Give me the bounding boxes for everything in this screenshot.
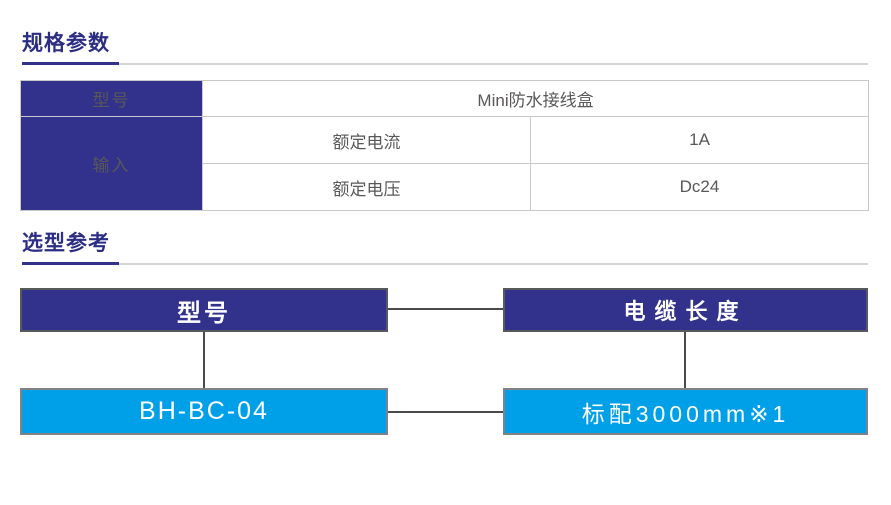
table-row-rated-current: 输入 额定电流 1A: [20, 116, 870, 211]
rated-current-value-cell: 1A: [529, 116, 870, 164]
connector-line-cable: [684, 332, 686, 388]
spec-section-underline: [22, 62, 868, 65]
diagram-model-header-box: 型号: [20, 288, 388, 332]
selection-section-underline: [22, 262, 868, 265]
model-value-cell: Mini防水接线盒: [201, 80, 870, 117]
underline-accent-segment: [22, 262, 119, 265]
connector-line-bottom: [388, 411, 503, 413]
connector-line-top: [388, 308, 503, 310]
model-header-cell: 型号: [20, 80, 203, 117]
spec-table: 型号 Mini防水接线盒 输入 额定电流 1A 额定电压 Dc24: [20, 80, 870, 211]
table-row-rated-voltage: 额定电压 Dc24: [21, 163, 870, 211]
rated-current-label-cell: 额定电流: [202, 116, 531, 164]
connector-line-model: [203, 332, 205, 388]
table-row-model: 型号 Mini防水接线盒: [20, 80, 870, 117]
input-header-cell: 输入: [20, 116, 203, 211]
rated-voltage-value-cell: Dc24: [529, 163, 870, 211]
selection-section-title: 选型参考: [22, 232, 110, 255]
diagram-model-value-box: BH-BC-04: [20, 388, 388, 435]
underline-gray-segment: [119, 63, 868, 65]
spec-section-title: 规格参数: [22, 32, 110, 55]
diagram-cable-length-value-box: 标配3000mm※1: [503, 388, 868, 435]
diagram-cable-length-header-box: 电缆长度: [503, 288, 868, 332]
underline-accent-segment: [22, 62, 119, 65]
underline-gray-segment: [119, 263, 868, 265]
